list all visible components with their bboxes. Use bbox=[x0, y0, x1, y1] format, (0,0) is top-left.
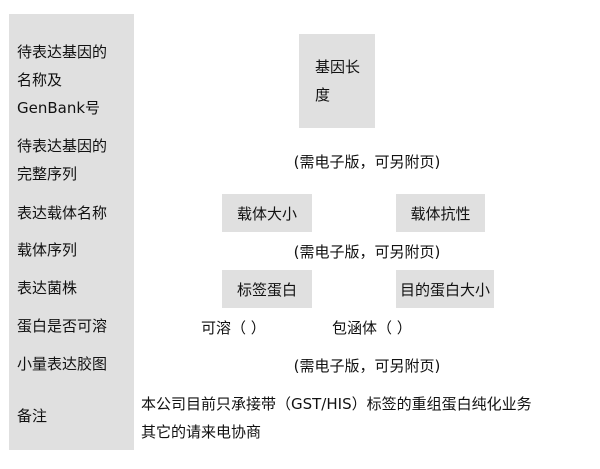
gel-note: (需电子版，可另附页) bbox=[293, 357, 441, 375]
field-label-line: 基因长 bbox=[315, 58, 361, 76]
label-vector-sequence: 载体序列 bbox=[17, 241, 78, 259]
remarks-line: 其它的请来电协商 bbox=[141, 423, 262, 441]
vector-size-field[interactable]: 载体大小 bbox=[222, 194, 312, 232]
label-line: 名称及 bbox=[17, 71, 63, 89]
label-small-scale-gel: 小量表达胶图 bbox=[17, 355, 108, 373]
gene-length-field[interactable]: 基因长 度 bbox=[299, 34, 375, 128]
label-vector-name: 表达载体名称 bbox=[17, 204, 108, 222]
label-line: 待表达基因的 bbox=[17, 137, 108, 155]
remarks-line: 本公司目前只承接带（GST/HIS）标签的重组蛋白纯化业务 bbox=[141, 395, 532, 413]
tag-protein-field[interactable]: 标签蛋白 bbox=[222, 270, 312, 308]
target-protein-size-field[interactable]: 目的蛋白大小 bbox=[396, 270, 494, 308]
soluble-option[interactable]: 可溶（ ） bbox=[201, 319, 266, 337]
vector-resistance-field[interactable]: 载体抗性 bbox=[396, 194, 485, 232]
label-gene-name: 待表达基因的 名称及 GenBank号 bbox=[17, 38, 107, 122]
label-line: 完整序列 bbox=[17, 165, 78, 183]
label-remarks: 备注 bbox=[17, 407, 48, 425]
vector-sequence-note: (需电子版，可另附页) bbox=[293, 243, 441, 261]
full-sequence-note: (需电子版，可另附页) bbox=[293, 153, 441, 171]
label-line: GenBank号 bbox=[17, 99, 101, 117]
inclusion-body-option[interactable]: 包涵体（ ） bbox=[332, 319, 412, 337]
label-soluble: 蛋白是否可溶 bbox=[17, 317, 108, 335]
label-expression-strain: 表达菌株 bbox=[17, 279, 78, 297]
label-column bbox=[9, 14, 134, 450]
label-full-sequence: 待表达基因的 完整序列 bbox=[17, 132, 107, 188]
label-line: 待表达基因的 bbox=[17, 43, 108, 61]
field-label-line: 度 bbox=[315, 86, 331, 104]
remarks-text: 本公司目前只承接带（GST/HIS）标签的重组蛋白纯化业务 其它的请来电协商 bbox=[141, 390, 532, 446]
